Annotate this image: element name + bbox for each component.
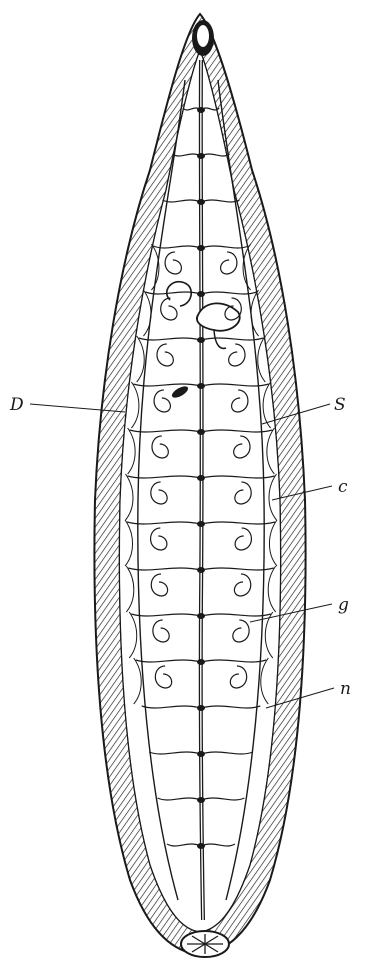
label-c: c	[338, 477, 348, 497]
label-d: D	[9, 395, 24, 415]
label-g: g	[338, 595, 349, 615]
label-s: S	[334, 395, 346, 415]
posterior-sucker-rays	[187, 934, 223, 954]
reproductive-organ	[197, 303, 240, 330]
anterior-sucker-opening	[197, 25, 209, 47]
label-n: n	[340, 679, 351, 699]
